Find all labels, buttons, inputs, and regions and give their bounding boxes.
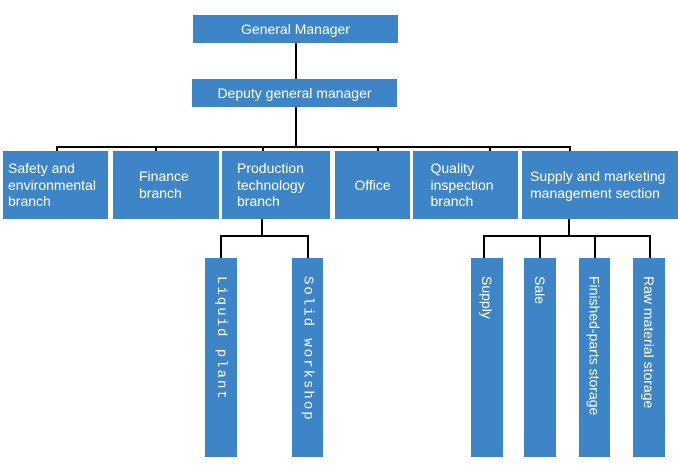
connector-supplymkt-trunk [568, 219, 570, 236]
connector-drop-branch1 [56, 146, 58, 152]
connector-drop-raw-material-storage [649, 235, 651, 258]
connector-drop-branch5 [489, 146, 491, 152]
node-office: Office [335, 151, 410, 219]
node-label: Supply [479, 276, 495, 319]
node-label: Production technology branch [237, 160, 305, 210]
connector-drop-branch3 [262, 146, 264, 152]
node-supply-marketing-section: Supply and marketing management section [522, 151, 678, 219]
connector-drop-branch2 [155, 146, 157, 152]
connector-prodtech-horizontal [220, 235, 309, 237]
node-label: Sale [532, 276, 548, 305]
node-label: Office [354, 176, 391, 193]
node-label: General Manager [241, 20, 350, 37]
connector-drop-liquid-plant [220, 235, 222, 258]
node-label: Deputy general manager [217, 84, 372, 101]
connector-gm-deputy [295, 43, 297, 79]
node-raw-material-storage: Raw material storage [633, 258, 665, 457]
connector-drop-solid-workshop [307, 235, 309, 258]
connector-drop-supply [483, 235, 485, 258]
node-finished-parts-storage: Finished-parts storage [579, 258, 610, 457]
connector-drop-finished-parts-storage [594, 235, 596, 258]
node-label: Supply and marketing management section [530, 168, 666, 201]
connector-deputy-trunk [295, 107, 297, 147]
node-supply: Supply [471, 258, 503, 457]
node-solid-workshop: Solid workshop [292, 258, 323, 457]
node-label: Finance branch [139, 168, 189, 201]
node-label: Raw material storage [641, 276, 657, 409]
connector-supplymkt-horizontal [483, 235, 651, 237]
node-production-technology-branch: Production technology branch [222, 151, 330, 219]
node-label: Liquid plant [213, 276, 229, 401]
node-label: Safety and environmental branch [8, 160, 96, 210]
node-label: Solid workshop [299, 276, 316, 422]
node-quality-inspection-branch: Quality inspection branch [413, 151, 518, 219]
node-liquid-plant: Liquid plant [205, 258, 237, 457]
connector-branches-horizontal [56, 146, 571, 148]
connector-drop-sale [539, 235, 541, 258]
node-finance-branch: Finance branch [113, 151, 219, 219]
node-general-manager: General Manager [193, 15, 398, 43]
connector-prodtech-trunk [261, 219, 263, 236]
node-sale: Sale [524, 258, 556, 457]
node-deputy-general-manager: Deputy general manager [192, 79, 397, 107]
connector-drop-branch4 [377, 146, 379, 152]
node-label: Quality inspection branch [430, 160, 494, 210]
node-label: Finished-parts storage [586, 276, 603, 416]
node-safety-environmental-branch: Safety and environmental branch [3, 151, 108, 219]
connector-drop-branch6 [569, 146, 571, 152]
